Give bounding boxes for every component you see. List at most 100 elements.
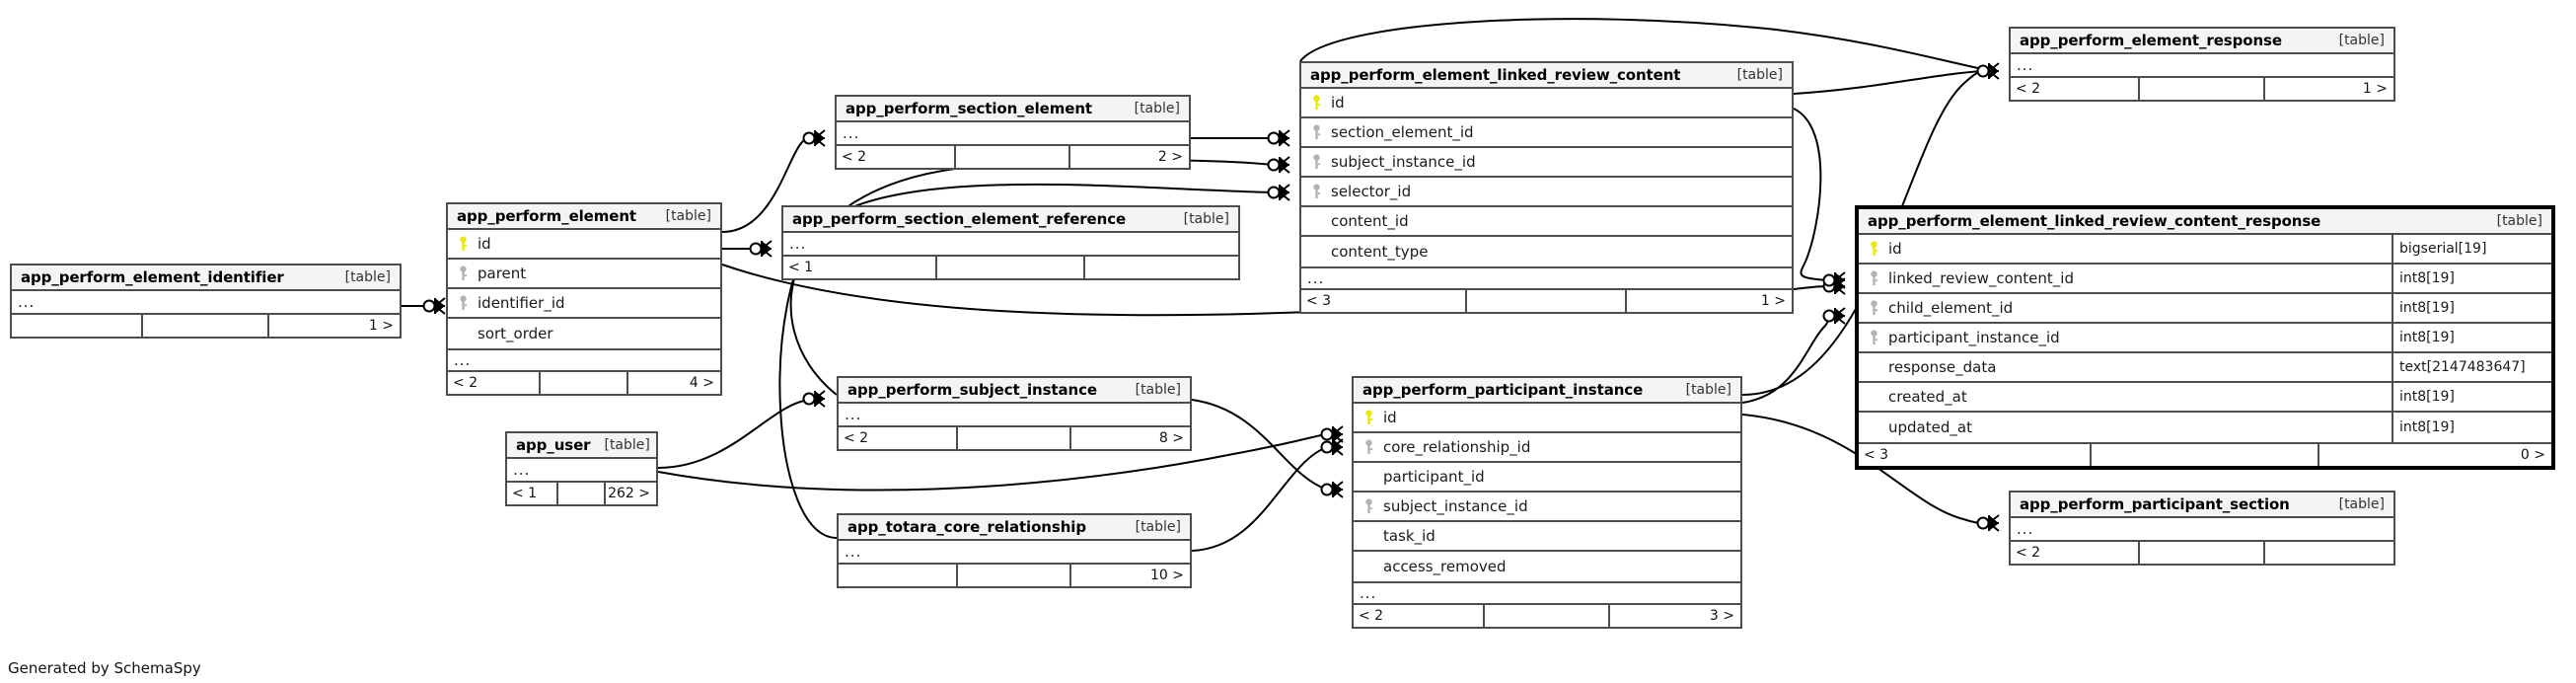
column-row[interactable]: selector_id xyxy=(1301,178,1792,207)
more-columns-ellipsis: ... xyxy=(1354,581,1740,603)
footer-mid xyxy=(1464,290,1626,312)
table-app_perform_section_element[interactable]: app_perform_section_element[table]...< 2… xyxy=(835,95,1191,170)
column-row[interactable]: section_element_id xyxy=(1301,118,1792,148)
column-datatype: int8[19] xyxy=(2392,413,2551,442)
column-name: content_type xyxy=(1331,243,1429,261)
table-name: app_perform_subject_instance xyxy=(847,381,1097,399)
table-type-tag: [table] xyxy=(1736,67,1783,83)
table-app_perform_element_response[interactable]: app_perform_element_response[table]...< … xyxy=(2009,27,2395,102)
table-header: app_perform_element[table] xyxy=(448,204,720,230)
column-row[interactable]: id xyxy=(1354,404,1740,433)
column-row[interactable]: access_removed xyxy=(1354,552,1740,581)
column-row[interactable]: core_relationship_id xyxy=(1354,433,1740,463)
foreign-key-icon xyxy=(448,295,478,311)
column-name: sort_order xyxy=(478,325,553,342)
column-name: parent xyxy=(478,265,527,282)
column-row[interactable]: parent xyxy=(448,260,720,289)
table-type-tag: [table] xyxy=(2338,33,2385,48)
footer-left xyxy=(839,565,956,586)
column-name: participant_instance_id xyxy=(1888,329,2060,346)
table-app_totara_core_relationship[interactable]: app_totara_core_relationship[table]...10… xyxy=(837,513,1192,588)
foreign-key-icon xyxy=(1859,300,1888,316)
column-row[interactable]: subject_instance_id xyxy=(1354,493,1740,522)
footer-left: < 2 xyxy=(844,430,869,446)
footer-mid xyxy=(2138,542,2262,564)
footer-right: 1 > xyxy=(2262,78,2393,100)
column-name: id xyxy=(478,235,491,253)
table-app_perform_element_linked_review_content[interactable]: app_perform_element_linked_review_conten… xyxy=(1299,61,1794,314)
table-type-tag: [table] xyxy=(1134,101,1180,116)
table-app_perform_subject_instance[interactable]: app_perform_subject_instance [table]... < … xyxy=(837,376,1192,451)
foreign-key-icon xyxy=(1301,124,1331,140)
column-row[interactable]: identifier_id xyxy=(448,289,720,319)
table-header: app_perform_element_response[table] xyxy=(2011,29,2393,54)
table-app_perform_element_identifier[interactable]: app_perform_element_identifier[table]...… xyxy=(10,264,402,339)
column-name: subject_instance_id xyxy=(1383,497,1528,515)
more-columns-ellipsis: ... xyxy=(845,543,862,561)
footer-mid xyxy=(955,565,1070,586)
column-list: id parent identifier_id sort_order xyxy=(448,230,720,348)
column-row[interactable]: task_id xyxy=(1354,522,1740,552)
more-columns-ellipsis: ... xyxy=(845,406,862,423)
primary-key-icon xyxy=(1354,410,1383,425)
more-columns-ellipsis: ... xyxy=(843,124,860,142)
column-row[interactable]: content_type xyxy=(1301,237,1792,266)
foreign-key-icon xyxy=(1301,154,1331,170)
table-name: app_perform_section_element_reference xyxy=(792,210,1127,228)
table-app_perform_participant_section[interactable]: app_perform_participant_section[table]..… xyxy=(2009,491,2395,566)
table-header: app_perform_element_identifier[table] xyxy=(12,266,400,291)
primary-key-icon xyxy=(1859,241,1888,257)
column-name: id xyxy=(1383,409,1397,426)
table-app_perform_element[interactable]: app_perform_element[table]id parent identi… xyxy=(446,202,722,396)
footer-left: < 2 xyxy=(453,375,478,391)
column-datatype: text[2147483647] xyxy=(2392,353,2551,381)
more-columns-ellipsis: ... xyxy=(18,293,36,311)
footer-right: 0 > xyxy=(2318,444,2551,466)
column-name: updated_at xyxy=(1888,418,1972,436)
primary-key-icon xyxy=(1301,95,1331,111)
table-app_perform_section_element_reference[interactable]: app_perform_section_element_reference[ta… xyxy=(781,205,1240,280)
column-row[interactable]: participant_instance_id int8[19] xyxy=(1859,324,2551,353)
diagram-caption: Generated by SchemaSpy xyxy=(8,659,201,677)
table-header: app_perform_element_linked_review_conten… xyxy=(1301,63,1792,89)
table-app_perform_participant_instance[interactable]: app_perform_participant_instance[table]i… xyxy=(1352,376,1742,629)
column-row[interactable]: sort_order xyxy=(448,319,720,348)
column-row[interactable]: updated_at int8[19] xyxy=(1859,413,2551,442)
table-header: app_perform_participant_instance[table] xyxy=(1354,378,1740,404)
table-app_perform_element_linked_review_content_response[interactable]: app_perform_element_linked_review_conten… xyxy=(1855,205,2555,470)
table-footer: < 2 xyxy=(2011,540,2393,564)
column-row[interactable]: id xyxy=(448,230,720,260)
column-name: selector_id xyxy=(1331,183,1412,200)
table-type-tag: [table] xyxy=(1135,382,1181,398)
column-name: task_id xyxy=(1383,527,1435,545)
table-type-tag: [table] xyxy=(604,437,650,453)
column-name: created_at xyxy=(1888,388,1967,406)
column-datatype: int8[19] xyxy=(2392,324,2551,351)
footer-right: 1 > xyxy=(267,315,400,337)
footer-right: 1 > xyxy=(1625,290,1792,312)
column-name: id xyxy=(1331,94,1345,112)
column-row[interactable]: id xyxy=(1301,89,1792,118)
table-type-tag: [table] xyxy=(2338,496,2385,512)
column-datatype: int8[19] xyxy=(2392,294,2551,322)
more-columns-ellipsis: ... xyxy=(1301,266,1792,288)
column-row[interactable]: participant_id xyxy=(1354,463,1740,493)
column-name: access_removed xyxy=(1383,558,1507,575)
column-row[interactable]: subject_instance_id xyxy=(1301,148,1792,178)
foreign-key-icon xyxy=(1859,270,1888,286)
column-row[interactable]: content_id xyxy=(1301,207,1792,237)
primary-key-icon xyxy=(448,236,478,252)
foreign-key-icon xyxy=(1354,439,1383,455)
table-header: app_user[table] xyxy=(507,433,656,459)
